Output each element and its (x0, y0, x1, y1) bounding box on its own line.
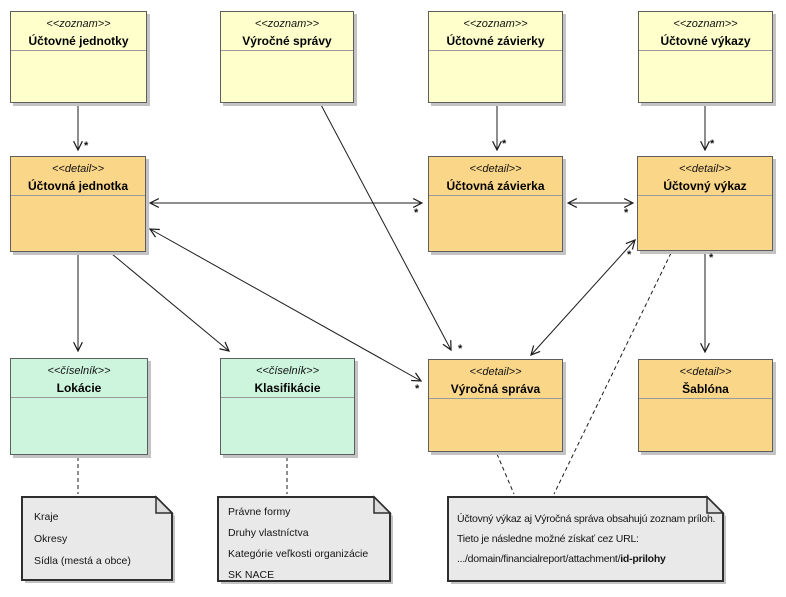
class-name: Účtovné závierky (446, 34, 545, 48)
class-header: <<detail>> Účtovný výkaz (638, 157, 772, 196)
note-fold-corner (706, 495, 725, 514)
class-header: <<zoznam>> Výročné správy (221, 12, 353, 51)
class-uctovne-jednotky[interactable]: <<zoznam>> Účtovné jednotky (10, 11, 147, 103)
stereotype-label: <<číselník>> (256, 365, 319, 377)
class-name: Účtovná závierka (446, 179, 545, 193)
stereotype-label: <<zoznam>> (46, 18, 111, 30)
multiplicity-star: * (502, 138, 507, 150)
note-klasifikacie-text: Právne formy Druhy vlastníctva Kategórie… (228, 502, 368, 586)
note-lokacie-text: Kraje Okresy Sídla (mestá a obce) (34, 506, 131, 572)
note-line: Druhy vlastníctva (228, 527, 309, 539)
note-body (21, 496, 173, 581)
note-prilohy-text: Účtovný výkaz aj Výročná správa obsahujú… (457, 509, 715, 569)
note-line: Právne formy (228, 506, 291, 518)
note-line: Kraje (34, 511, 59, 523)
class-uctovny-vykaz[interactable]: <<detail>> Účtovný výkaz (637, 156, 773, 251)
stereotype-label: <<detail>> (469, 163, 522, 175)
class-name: Výročné správy (242, 34, 332, 48)
multiplicity-star: * (414, 207, 419, 219)
note-line: SK NACE (228, 569, 275, 581)
class-header: <<detail>> Účtovná jednotka (11, 157, 145, 196)
note-line: Kategórie veľkosti organizácie (228, 548, 369, 560)
class-vyrocna-sprava[interactable]: <<detail>> Výročná správa (428, 359, 563, 452)
note-line: Účtovný výkaz aj Výročná správa obsahujú… (457, 513, 716, 525)
note-body (217, 496, 391, 582)
multiplicity-star: * (84, 140, 89, 152)
class-name: Šablóna (682, 382, 729, 396)
class-header: <<detail>> Šablóna (639, 360, 772, 399)
note-fold-corner (373, 495, 392, 514)
class-header: <<zoznam>> Účtovné jednotky (11, 12, 146, 51)
class-uctovna-zavierka[interactable]: <<detail>> Účtovná závierka (428, 156, 563, 252)
edge-uctovny-vykaz-vyrocna-sprava (531, 240, 635, 355)
class-header: <<číselník>> Klasifikácie (221, 359, 354, 398)
stereotype-label: <<detail>> (52, 163, 104, 175)
stereotype-label: <<detail>> (469, 366, 522, 378)
note-lokacie-shape[interactable] (21, 495, 175, 583)
class-uctovne-vykazy[interactable]: <<zoznam>> Účtovné výkazy (638, 11, 773, 103)
class-header: <<detail>> Výročná správa (429, 360, 562, 399)
class-header: <<detail>> Účtovná závierka (429, 157, 562, 196)
multiplicity-star: * (624, 207, 629, 219)
note-prilohy-shape[interactable] (447, 495, 726, 584)
class-uctovne-zavierky[interactable]: <<zoznam>> Účtovné závierky (428, 11, 563, 103)
stereotype-label: <<detail>> (679, 163, 731, 175)
note-line: Tieto je následne možné získať cez URL: (457, 533, 639, 545)
anchor-vyrocna-sprava-to-note (496, 453, 515, 495)
anchor-uctovny-vykaz-to-note (553, 252, 672, 495)
note-line: Sídla (mestá a obce) (34, 555, 131, 567)
url-bold-segment: id-prilohy (620, 553, 666, 565)
edge-vyrocne-spravy-to-vyrocna-sprava (319, 102, 451, 350)
note-fold-corner (155, 495, 174, 514)
class-name: Účtovné jednotky (28, 34, 129, 48)
multiplicity-star: * (458, 343, 463, 355)
class-name: Účtovné výkazy (660, 34, 751, 48)
class-header: <<číselník>> Lokácie (11, 359, 147, 398)
note-body (447, 496, 724, 582)
edge-uctovna-jednotka-to-klasifikacie (111, 253, 229, 351)
stereotype-label: <<číselník>> (47, 365, 111, 377)
note-line-url: .../domain/financialreport/attachment/id… (457, 549, 715, 569)
multiplicity-star: * (627, 249, 632, 261)
class-header: <<zoznam>> Účtovné závierky (429, 12, 562, 51)
class-uctovna-jednotka[interactable]: <<detail>> Účtovná jednotka (10, 156, 146, 252)
stereotype-label: <<zoznam>> (254, 18, 320, 30)
class-name: Klasifikácie (254, 381, 321, 395)
class-klasifikacie[interactable]: <<číselník>> Klasifikácie (220, 358, 355, 455)
multiplicity-star: * (415, 383, 420, 395)
edge-uctovna-jednotka-vyrocna-sprava (150, 229, 421, 381)
class-sablona[interactable]: <<detail>> Šablóna (638, 359, 773, 452)
stereotype-label: <<zoznam>> (463, 18, 528, 30)
class-name: Účtovný výkaz (663, 179, 747, 193)
stereotype-label: <<detail>> (679, 366, 732, 378)
class-name: Účtovná jednotka (27, 179, 129, 193)
note-klasifikacie-shape[interactable] (217, 495, 393, 584)
class-name: Lokácie (56, 381, 102, 395)
url-prefix: .../domain/financialreport/attachment/ (457, 553, 621, 565)
multiplicity-star: * (709, 252, 714, 264)
class-vyrocne-spravy[interactable]: <<zoznam>> Výročné správy (220, 11, 354, 103)
class-header: <<zoznam>> Účtovné výkazy (639, 12, 772, 51)
stereotype-label: <<zoznam>> (673, 18, 738, 30)
multiplicity-star: * (710, 138, 715, 150)
class-name: Výročná správa (450, 382, 541, 396)
note-line: Okresy (34, 533, 68, 545)
class-lokacie[interactable]: <<číselník>> Lokácie (10, 358, 148, 455)
